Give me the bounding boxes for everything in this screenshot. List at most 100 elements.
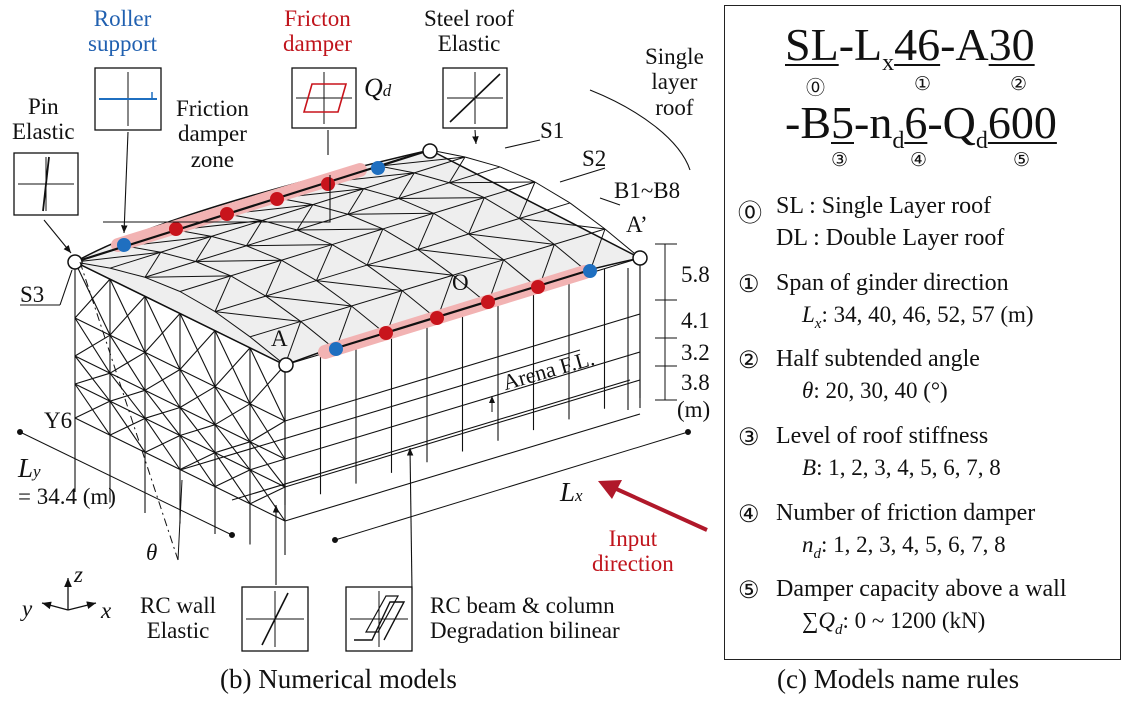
rule-0-text2: DL : Double Layer roof — [776, 225, 1005, 251]
roof-member — [433, 197, 485, 214]
friction-damper-marker — [481, 295, 495, 309]
roof-member — [518, 181, 536, 219]
roof-member — [246, 220, 263, 247]
roof-member — [414, 156, 466, 174]
name-line-1: SL-Lx46-A30 — [785, 19, 1035, 76]
roof-member — [300, 305, 352, 322]
roof-member — [366, 228, 384, 266]
roof-member — [265, 280, 317, 297]
roof-member — [484, 181, 536, 199]
pin-elastic-inset — [13, 152, 79, 216]
pin-support-marker — [278, 357, 294, 373]
marker-1: ① — [914, 74, 932, 95]
roof-member — [195, 261, 231, 277]
frame-brace — [74, 372, 111, 385]
roof-member — [144, 275, 231, 278]
rule-4-values: nd: 1, 2, 3, 4, 5, 6, 7, 8 — [802, 532, 1006, 562]
frame-brace — [144, 313, 181, 353]
roof-member — [281, 259, 317, 281]
numerical-model-diagram — [13, 67, 708, 652]
friction-damper-marker — [321, 177, 335, 191]
y6-label: Y6 — [44, 408, 73, 433]
floor-line — [179, 349, 581, 471]
frame-brace — [249, 420, 286, 443]
rule-0-text: SL : Single Layer roof — [776, 193, 992, 219]
roof-member — [484, 197, 520, 219]
roof-member — [414, 172, 450, 184]
roof-member — [195, 245, 247, 262]
pin-support-marker — [632, 250, 648, 266]
frame-brace — [214, 403, 251, 426]
rule-3-text: Level of roof stiffness — [776, 423, 989, 449]
frame-brace — [144, 406, 181, 419]
friction-damper-marker — [169, 222, 183, 236]
roof-member — [246, 244, 333, 247]
rule-0-num: ⓪ — [738, 201, 762, 227]
frame-brace — [249, 486, 286, 505]
friction-damper-marker — [430, 311, 444, 325]
rc-beam-column-inset — [345, 586, 413, 652]
steel-roof-inset — [442, 67, 508, 129]
story-height-label: 4.1 — [681, 308, 710, 333]
roof-member — [417, 233, 469, 250]
rc-wall-inset — [241, 586, 309, 652]
roof-member — [379, 156, 466, 167]
frame-brace — [74, 400, 111, 419]
roof-member — [534, 181, 571, 204]
damper-zone-back — [74, 148, 431, 264]
roof-member — [246, 245, 282, 261]
roof-member — [296, 229, 333, 246]
friction-damper-inset — [291, 67, 357, 129]
friction-damper-marker — [531, 280, 545, 294]
roof-member — [366, 249, 419, 266]
roof-member — [230, 259, 282, 277]
roof-member — [347, 212, 434, 215]
caption-b: (b) Numerical models — [220, 664, 457, 694]
frame-beam — [284, 379, 641, 488]
rule-2-values: θ: 20, 30, 40 (°) — [802, 378, 948, 403]
roof-member — [296, 204, 314, 231]
roof-member — [211, 220, 263, 237]
rule-2-num: ② — [738, 348, 760, 374]
frame-brace — [179, 386, 216, 408]
axis-y-label: y — [22, 596, 33, 621]
roof-member — [109, 251, 161, 269]
frame-brace — [74, 334, 111, 357]
pin-support-marker — [67, 254, 83, 270]
roof-member — [249, 320, 301, 338]
roof-member — [363, 172, 415, 190]
roof-member — [297, 228, 383, 231]
marker-4: ④ — [910, 150, 928, 171]
frame-brace — [109, 389, 146, 402]
roof-member — [347, 188, 364, 215]
s2-label: S2 — [582, 146, 607, 171]
rule-2-text: Half subtended angle — [776, 346, 980, 372]
roof-member — [265, 295, 302, 322]
frame-brace — [214, 469, 251, 488]
s1-label: S1 — [540, 118, 565, 143]
story-height-label: 5.8 — [681, 262, 710, 287]
roof-member — [331, 244, 368, 266]
roof-member — [316, 280, 403, 292]
rule-3-num: ③ — [738, 425, 760, 451]
input-direction-arrow — [598, 480, 708, 532]
frame-beam — [284, 313, 641, 422]
frame-brace — [109, 417, 146, 436]
roof-member — [261, 204, 314, 222]
frame-brace — [109, 295, 146, 336]
roof-member — [519, 217, 606, 230]
support-markers — [67, 143, 648, 373]
roof-member — [230, 275, 266, 297]
marker-2: ② — [1010, 74, 1028, 95]
roller-support-marker — [117, 238, 131, 252]
rule-3-values: B: 1, 2, 3, 4, 5, 6, 7, 8 — [802, 455, 1001, 480]
roller-support-marker — [371, 161, 385, 175]
story-height-unit: (m) — [677, 397, 711, 422]
rule-1-text: Span of ginder direction — [776, 270, 1009, 296]
coordinate-axes — [41, 578, 97, 611]
roof-surface — [73, 149, 643, 366]
